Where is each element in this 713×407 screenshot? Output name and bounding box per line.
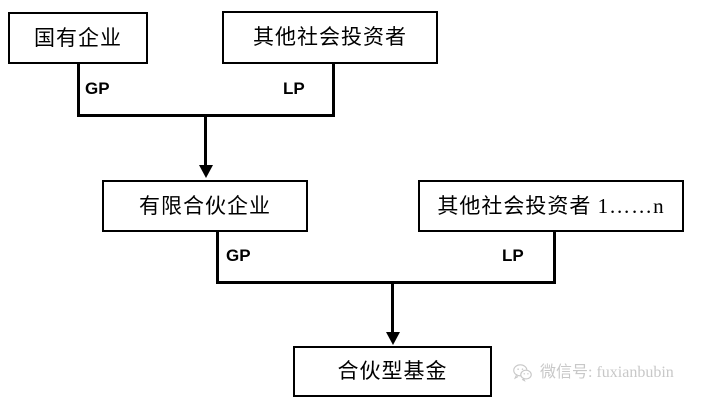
node-other-investors-n: 其他社会投资者 1……n (418, 180, 684, 232)
node-other-investors-top: 其他社会投资者 (222, 11, 438, 64)
edge-label-text: GP (226, 246, 251, 265)
edge-label-gp-top: GP (85, 80, 110, 97)
connector-soe-down (77, 62, 80, 117)
edge-label-lp-bottom: LP (502, 247, 524, 264)
watermark-text: 微信号: fuxianbubin (540, 363, 674, 381)
node-label: 其他社会投资者 (253, 25, 407, 49)
connector-limited-partnership-down (216, 230, 219, 284)
edge-label-lp-top: LP (283, 80, 305, 97)
edge-label-text: GP (85, 79, 110, 98)
connector-other-n-down (553, 230, 556, 284)
edge-label-text: LP (283, 79, 305, 98)
node-label: 有限合伙企业 (139, 193, 271, 218)
arrowhead-to-partnership-fund (386, 332, 400, 345)
connector-other-top-down (332, 62, 335, 117)
connector-bottom-to-fund-stem (391, 281, 394, 333)
wechat-icon (512, 362, 533, 383)
node-partnership-fund: 合伙型基金 (293, 346, 492, 397)
connector-top-to-lp-stem (204, 114, 207, 166)
node-label: 国有企业 (34, 25, 122, 50)
node-limited-partnership: 有限合伙企业 (102, 180, 308, 232)
edge-label-gp-bottom: GP (226, 247, 251, 264)
node-label: 其他社会投资者 1……n (437, 193, 665, 218)
watermark: 微信号: fuxianbubin (512, 362, 674, 383)
connector-bottom-bar (216, 281, 556, 284)
node-label: 合伙型基金 (337, 359, 448, 383)
arrowhead-to-limited-partnership (199, 165, 213, 178)
edge-label-text: LP (502, 246, 524, 265)
node-soe: 国有企业 (8, 12, 148, 64)
